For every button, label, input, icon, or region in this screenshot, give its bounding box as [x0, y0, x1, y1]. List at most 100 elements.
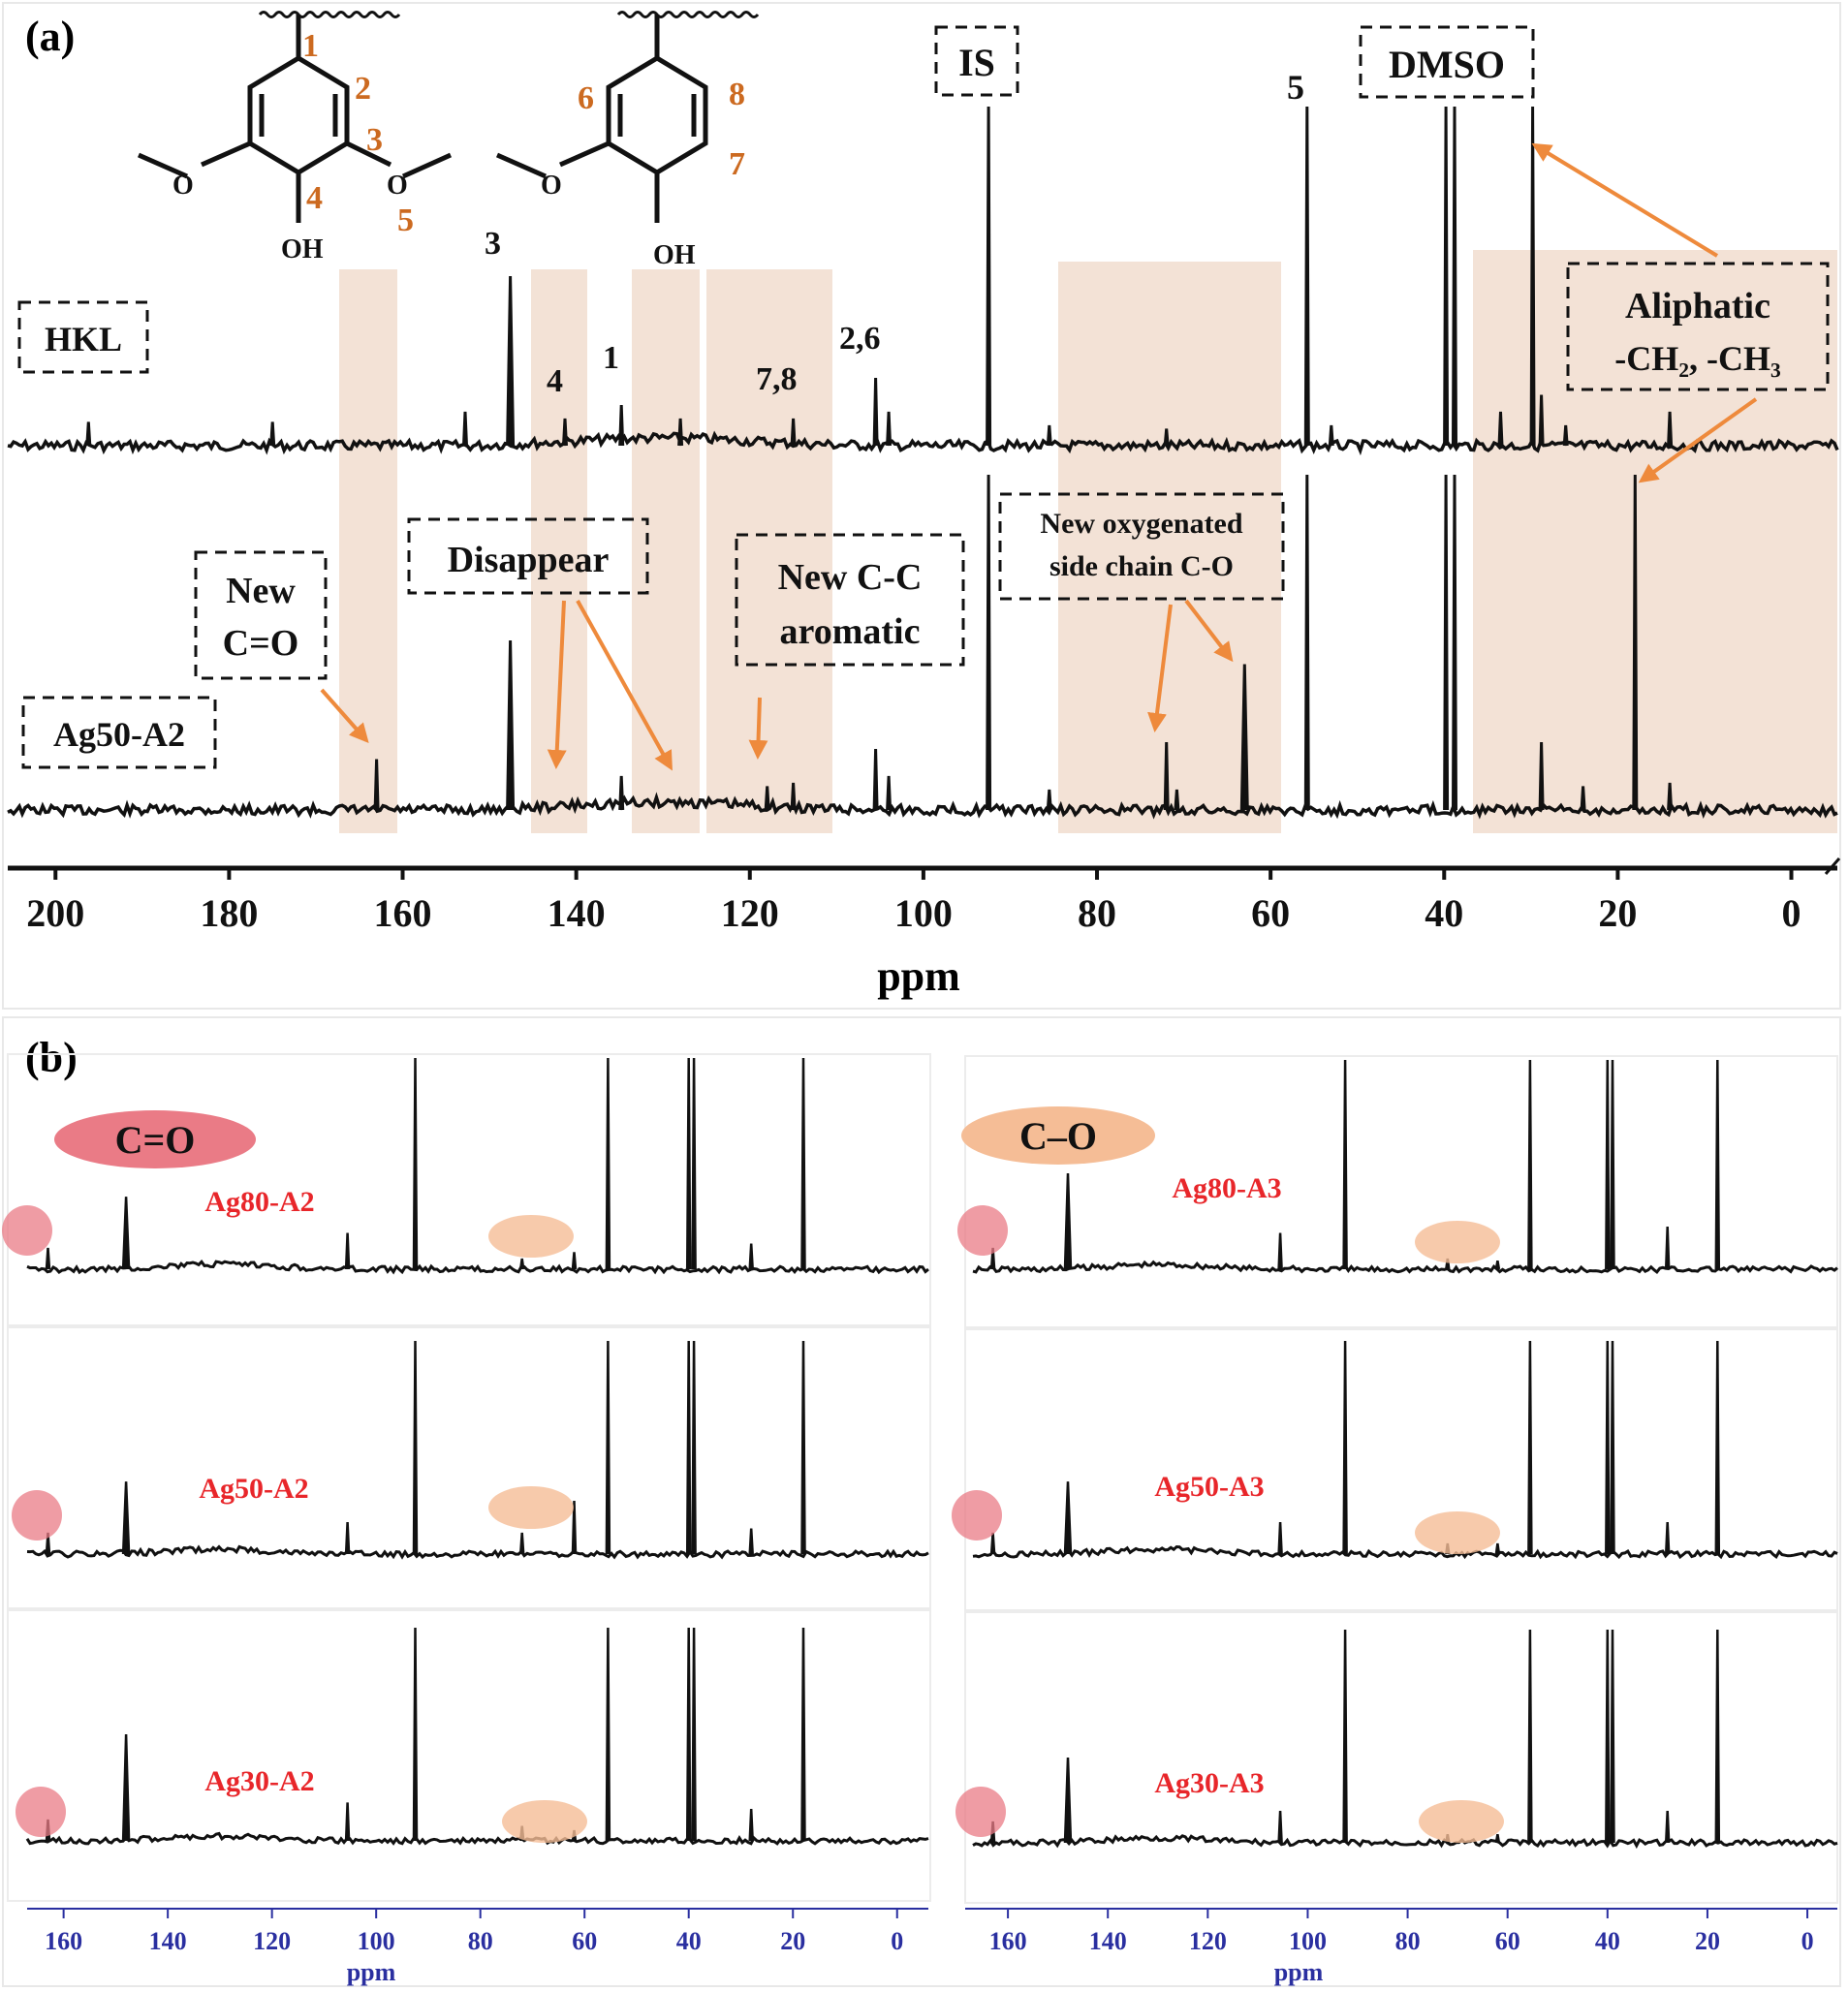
x-tick-label-a: 120: [721, 891, 779, 935]
peak-label-4: 4: [547, 363, 563, 399]
x-tick-label-a: 180: [200, 891, 258, 935]
spectrum-peak: [1527, 1059, 1533, 1270]
spectrum-peak: [1063, 1481, 1073, 1555]
c-eq-o-highlight: [16, 1787, 66, 1837]
c-o-highlight: [502, 1800, 587, 1843]
label-ag50-a3: Ag50-A3: [1154, 1471, 1264, 1503]
highlight-bands: [339, 250, 1837, 833]
x-tick-label-b: 20: [1695, 1927, 1720, 1955]
annotation-arrows: [320, 142, 1758, 771]
atom-label: 1: [302, 28, 319, 64]
spectrum-peak: [1443, 106, 1450, 447]
oxygen-label: O: [541, 171, 562, 201]
c-o-highlight: [488, 1486, 574, 1529]
panel-b-label: (b): [25, 1034, 78, 1081]
spectrum-peak: [1494, 1542, 1501, 1555]
spectrum-peak: [269, 421, 276, 447]
spectrum-peak: [748, 1528, 754, 1555]
spectrum-peak: [1452, 106, 1457, 447]
spectrum-peak: [1494, 1260, 1501, 1270]
spectrum-peak: [1443, 474, 1450, 811]
c-o-highlight: [1419, 1800, 1504, 1843]
peak-label-2-6: 2,6: [839, 321, 881, 357]
spectrum-peak: [685, 1057, 692, 1270]
spectrum-peak: [748, 1808, 754, 1842]
spectrum-peak: [1342, 1340, 1348, 1555]
spectrum-peak: [1610, 1059, 1615, 1270]
label-new-cc: New C-C: [778, 557, 923, 598]
label-ag50-a2: Ag50-A2: [199, 1473, 308, 1505]
spectrum-baseline: [972, 1260, 1838, 1274]
c-o-highlight: [488, 1215, 574, 1258]
peak-label-7-8: 7,8: [756, 361, 798, 397]
spectrum-peak: [1610, 1340, 1615, 1555]
c-eq-o-highlight: [12, 1490, 62, 1541]
spectrum-peak: [1667, 411, 1674, 447]
c-o-badge: [961, 1106, 1155, 1165]
lignin-unit-structures: [137, 11, 760, 223]
spectrum-baseline: [7, 792, 1838, 820]
panel-b: (b) C=O C–O Ag80-A2 Ag50-A2 Ag30-A2 Ag80…: [2, 1016, 1841, 1987]
label-hkl: HKL: [45, 320, 122, 358]
x-tick-label-a: 0: [1782, 891, 1801, 935]
spectrum-peak: [790, 782, 797, 811]
spectrum-peak: [518, 1258, 525, 1270]
c-eq-o-badge: [54, 1110, 256, 1168]
subplot-frame: [7, 1053, 931, 1326]
spectrum-peak: [691, 1057, 697, 1270]
spectrum-peak: [1239, 664, 1249, 811]
x-tick-label-b: 140: [149, 1927, 187, 1955]
spectrum-peak: [691, 1627, 697, 1842]
label-ag30-a3: Ag30-A3: [1154, 1767, 1264, 1799]
spectrum-peak: [1303, 106, 1310, 447]
spectrum-peak: [872, 377, 879, 447]
spectrum-peak: [1342, 1629, 1348, 1844]
spectrum-peak: [344, 1802, 351, 1842]
c-o-highlight: [1415, 1511, 1500, 1554]
band-aromatic: [706, 269, 832, 833]
spectrum-peak: [1632, 474, 1639, 811]
x-tick-label-b: 120: [1189, 1927, 1227, 1955]
oh-label: OH: [653, 240, 696, 270]
x-tick-label-b: 160: [45, 1927, 82, 1955]
label-c-eq-o: C=O: [223, 623, 299, 664]
spectrum-peak: [1605, 1059, 1611, 1270]
spectrum-peak: [121, 1733, 131, 1842]
sample-labels: Ag80-A2 Ag50-A2 Ag30-A2 Ag80-A3 Ag50-A3 …: [199, 1172, 1281, 1799]
spectrum-peak: [412, 1340, 419, 1555]
x-tick-label-b: 60: [572, 1927, 597, 1955]
annotation-boxes: [17, 25, 1830, 769]
spectrum-peak: [886, 411, 893, 447]
spectrum-peak: [1063, 1172, 1073, 1270]
spectrum-peak: [506, 275, 516, 447]
subplot-frame: [964, 1055, 1838, 1328]
spectrum-peak: [1063, 1757, 1073, 1844]
oh-label: OH: [281, 234, 324, 265]
label-new-oxygenated: New oxygenated: [1040, 508, 1242, 540]
spectrum-peak: [344, 1521, 351, 1555]
x-tick-label-a: 60: [1251, 891, 1290, 935]
spectrum-peak: [121, 1481, 131, 1555]
spectrum-peak: [1497, 411, 1504, 447]
c-eq-o-highlight: [952, 1490, 1002, 1541]
peak-label-3: 3: [485, 226, 501, 262]
spectrum-peak: [1527, 1629, 1533, 1844]
atom-label: 4: [306, 180, 323, 216]
c-eq-o-highlight: [2, 1205, 52, 1256]
atom-label: 7: [729, 146, 745, 182]
spectrum-peak: [1163, 741, 1170, 811]
x-tick-label-a: 80: [1078, 891, 1116, 935]
spectra-a: [7, 106, 1839, 820]
spectrum-peak: [462, 411, 468, 447]
panel-a: (a): [2, 2, 1841, 1010]
spectrum-peak: [1277, 1232, 1283, 1270]
label-ag80-a2: Ag80-A2: [204, 1186, 314, 1218]
x-tick-label-b: 0: [891, 1927, 903, 1955]
subplot-frame: [7, 1326, 931, 1609]
spectrum-peak: [764, 786, 770, 811]
spectrum-peak: [685, 1627, 692, 1842]
subplot-frame: [964, 1611, 1838, 1904]
x-tick-label-a: 100: [894, 891, 953, 935]
x-axis-label-a: ppm: [877, 952, 960, 1000]
